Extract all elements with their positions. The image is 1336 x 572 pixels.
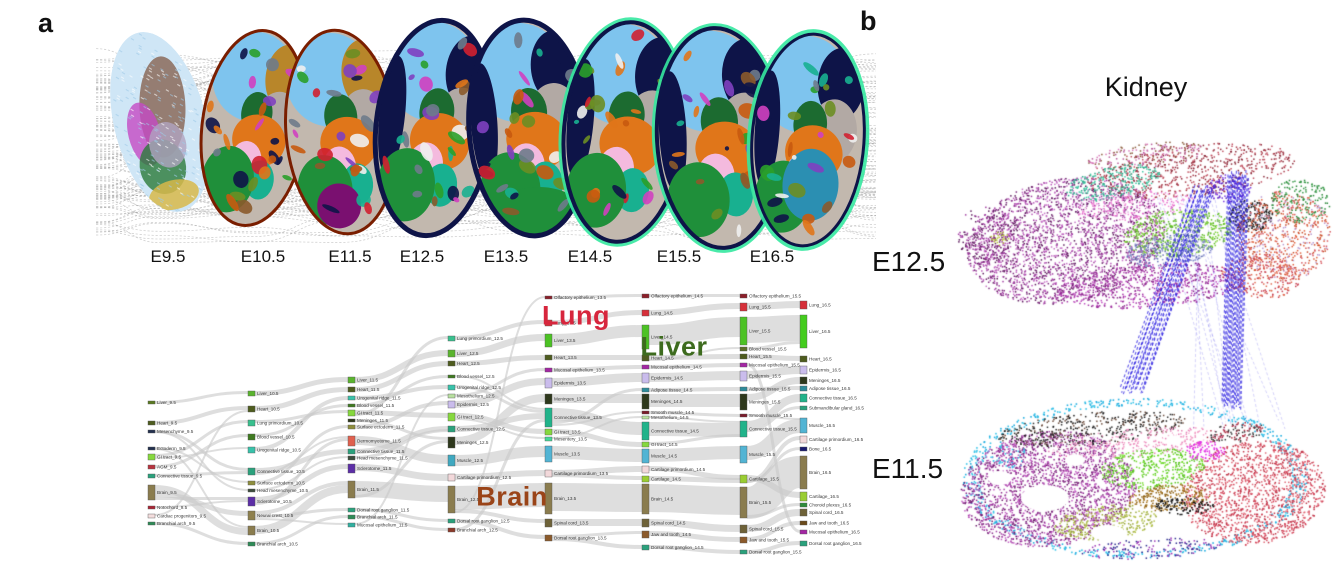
sankey-highlight-label: Liver bbox=[640, 331, 708, 362]
stage-label-e11-5: E11.5 bbox=[872, 453, 944, 484]
stage-label-e12-5: E12.5 bbox=[872, 246, 946, 277]
timepoint-label-E16.5: E16.5 bbox=[749, 247, 795, 266]
timepoint-label-E15.5: E15.5 bbox=[656, 247, 702, 266]
timepoint-label-E12.5: E12.5 bbox=[399, 247, 445, 266]
timepoint-label-E10.5: E10.5 bbox=[240, 247, 286, 266]
sankey-highlight-label: Brain bbox=[476, 481, 548, 512]
panel-a-label: a bbox=[38, 8, 54, 38]
timepoint-label-E13.5: E13.5 bbox=[483, 247, 529, 266]
timepoint-label-E14.5: E14.5 bbox=[567, 247, 613, 266]
kidney-title: Kidney bbox=[1104, 72, 1188, 102]
timepoint-label-E9.5: E9.5 bbox=[150, 247, 186, 266]
sankey-highlight-label: Lung bbox=[542, 300, 610, 331]
panel-b-label: b bbox=[860, 6, 877, 36]
timepoint-label-E11.5: E11.5 bbox=[328, 247, 372, 266]
